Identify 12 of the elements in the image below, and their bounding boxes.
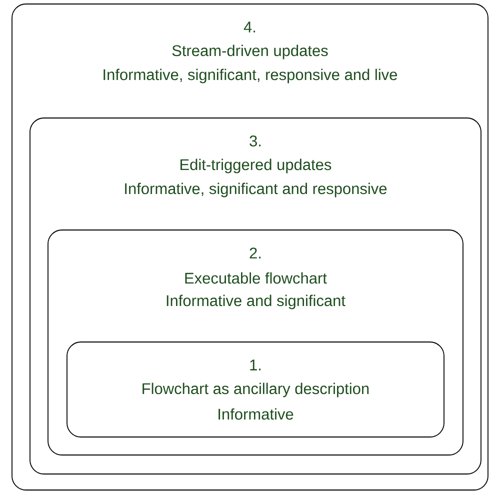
box-text: Informative, significant, responsive and live: [104, 68, 398, 84]
box-text: 4.: [244, 22, 256, 32]
box-text: Informative, significant and responsive: [125, 182, 387, 198]
box-text: Stream-driven updates: [172, 44, 328, 60]
box-text: 3.: [250, 136, 261, 146]
box-text: Executable flowchart: [185, 272, 327, 284]
box-text: Informative and significant: [166, 294, 346, 310]
box-text: Edit-triggered updates: [180, 158, 332, 174]
box-text: 2.: [250, 248, 261, 258]
box-text: Flowchart as ancillary description: [142, 382, 369, 398]
box-text: Informative: [218, 408, 294, 420]
box-text: 1.: [250, 360, 261, 370]
